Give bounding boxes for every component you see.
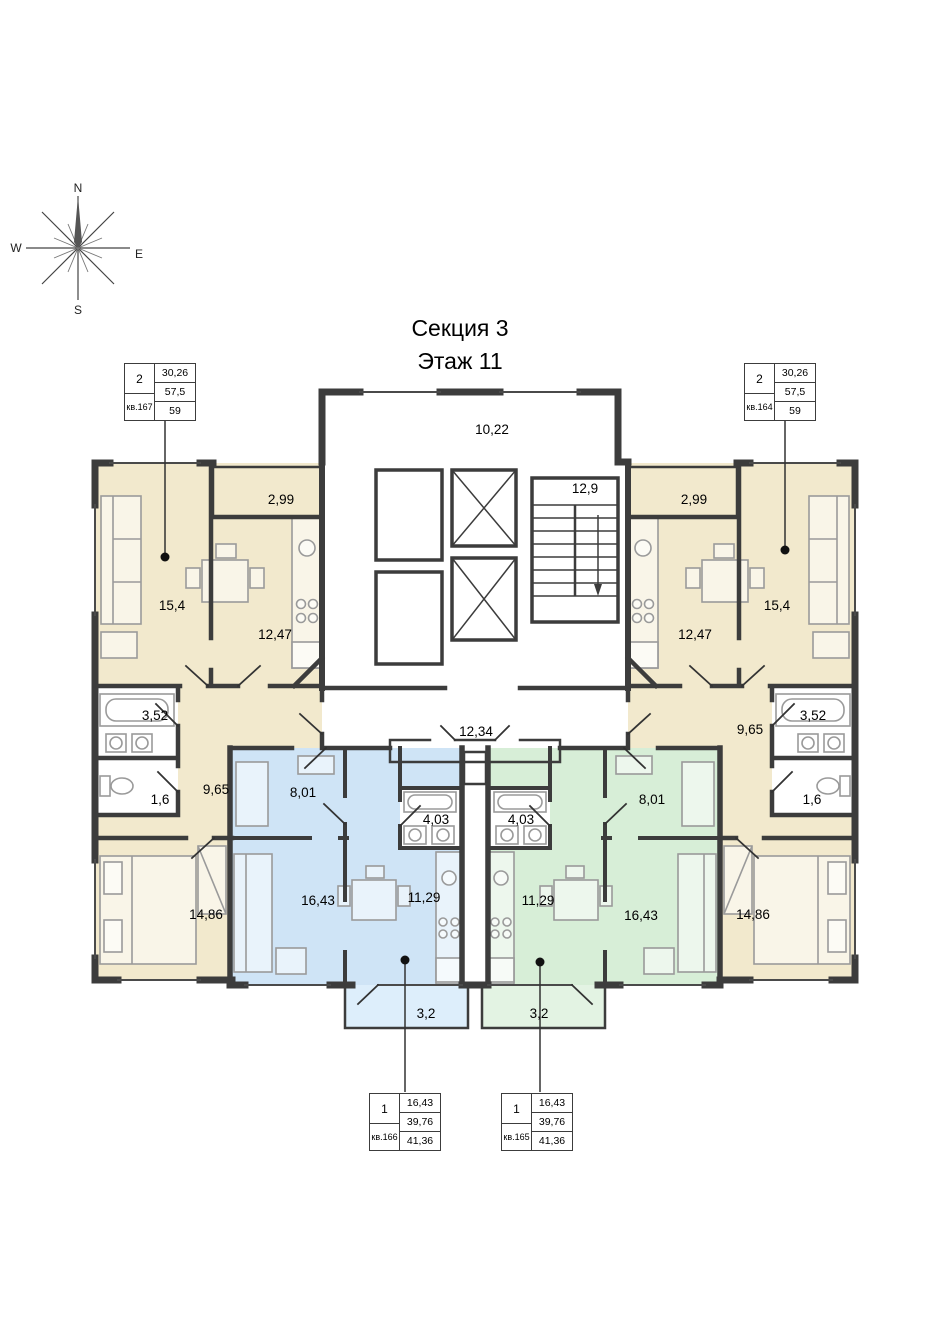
card-166-area-full: 41,36 (400, 1131, 440, 1150)
area-label-bath-blue: 4,03 (423, 812, 449, 827)
area-label-corridor-top: 10,22 (475, 422, 509, 437)
bed-right (723, 845, 851, 965)
walls-layer (91, 388, 859, 1030)
area-label-bath-right: 3,52 (800, 708, 826, 723)
area-label-bath-green: 4,03 (508, 812, 534, 827)
compass-rose: N S W E (10, 181, 143, 317)
card-167-area-living: 30,26 (161, 367, 189, 379)
apartment-167-area (95, 463, 322, 980)
area-label-kitchen-green: 11,29 (522, 893, 555, 908)
card-164-area-living: 30,26 (781, 367, 809, 379)
card-166-area-living: 16,43 (406, 1097, 434, 1109)
dining-set-right (685, 543, 765, 603)
area-label-wc-right: 1,6 (803, 792, 822, 807)
room-area-labels: 10,22 12,9 2,99 2,99 15,4 15,4 12,47 12,… (142, 422, 826, 1021)
card-167-area-total: 57,5 (155, 382, 195, 401)
card-165-number: кв.165 (502, 1123, 531, 1150)
furniture-blue-apartment (233, 755, 463, 985)
area-label-room-main-green: 16,43 (624, 908, 658, 923)
duct-strip-area (462, 748, 488, 985)
core-walls (319, 459, 631, 691)
area-label-room-small-blue: 8,01 (290, 785, 316, 800)
card-166-area-total: 39,76 (400, 1112, 440, 1131)
elevator-cross-icon (451, 469, 517, 641)
door-leaves (154, 664, 796, 1006)
area-label-wc-left: 1,6 (151, 792, 170, 807)
apartment-card-167: 2 кв.167 30,26 57,5 59 (124, 363, 196, 421)
area-label-stairs: 12,9 (572, 481, 598, 496)
card-164-number: кв.164 (745, 393, 774, 420)
card-166-rooms: 1 (381, 1101, 388, 1116)
area-label-kitchen-blue: 11,29 (408, 890, 441, 905)
compass-s-label: S (74, 303, 82, 317)
balcony-and-vestibule-walls (211, 465, 739, 1030)
card-167-rooms: 2 (136, 371, 143, 386)
section-title: Секция 3 (411, 315, 509, 341)
area-label-kitchen-left: 12,47 (258, 627, 292, 642)
area-label-kitchen-right: 12,47 (678, 627, 712, 642)
area-label-living-right: 15,4 (764, 598, 791, 613)
card-167-number: кв.167 (125, 393, 154, 420)
kitchen-counter-left (291, 517, 323, 669)
area-label-room-main-blue: 16,43 (301, 893, 335, 908)
compass-n-label: N (74, 181, 83, 195)
leader-dot-167 (160, 552, 170, 562)
card-165-area-total: 39,76 (532, 1112, 572, 1131)
card-164-rooms: 2 (756, 371, 763, 386)
card-167-area-full: 59 (155, 401, 195, 420)
area-label-living-left: 15,4 (159, 598, 186, 613)
leader-dot-164 (780, 545, 790, 555)
apartment-card-164: 2 кв.164 30,26 57,5 59 (744, 363, 816, 421)
kitchen-counter-right (627, 517, 659, 669)
toilet-right (816, 775, 851, 797)
apartment-interior-walls (228, 746, 722, 987)
sofa-left-living (100, 495, 142, 659)
window-lines (94, 391, 856, 986)
area-label-bedroom-right: 14,86 (736, 907, 770, 922)
compass-e-label: E (135, 247, 143, 261)
bed-left (99, 845, 227, 965)
leader-dot-166 (400, 955, 410, 965)
elevator-shafts-and-stairwell (374, 468, 620, 666)
area-label-hall-left: 9,65 (203, 782, 229, 797)
compass-w-label: W (10, 241, 22, 255)
area-label-bath-left: 3,52 (142, 708, 168, 723)
balcony-165-area (482, 985, 605, 1028)
card-165-rooms: 1 (513, 1101, 520, 1116)
apartment-164-area (628, 463, 855, 980)
compass-north-needle-icon (74, 196, 82, 248)
area-label-balcony-blue: 3,2 (417, 1006, 436, 1021)
exterior-walls (91, 388, 859, 989)
area-label-corridor-mid: 12,34 (459, 724, 493, 739)
toilet-left (99, 775, 134, 797)
stair-arrow-icon (594, 584, 602, 596)
core-layer (374, 468, 620, 666)
area-label-room-small-green: 8,01 (639, 792, 665, 807)
leader-lines (164, 420, 786, 1092)
furniture-green-apartment (487, 755, 717, 985)
area-label-hall-right: 9,65 (737, 722, 763, 737)
floor-title: Этаж 11 (417, 348, 503, 374)
interior-walls (92, 460, 858, 841)
sofa-right-living (808, 495, 850, 659)
leader-dot-165 (535, 957, 545, 967)
area-label-bedroom-left: 14,86 (189, 907, 223, 922)
apartment-leaders (160, 420, 790, 1092)
apartment-boundary-walls (227, 745, 723, 988)
card-166-number: кв.166 (370, 1123, 399, 1150)
plan-title: Секция 3 Этаж 11 (330, 312, 590, 378)
apartment-card-165: 1 кв.165 16,43 39,76 41,36 (501, 1093, 573, 1151)
area-label-balcony-green: 3,2 (530, 1006, 549, 1021)
card-165-area-full: 41,36 (532, 1131, 572, 1150)
furniture-layer (99, 495, 851, 985)
card-164-area-total: 57,5 (775, 382, 815, 401)
balcony-166-area (345, 985, 468, 1028)
area-label-balcony-top-right: 2,99 (681, 492, 707, 507)
area-label-balcony-top-left: 2,99 (268, 492, 294, 507)
apartment-card-166: 1 кв.166 16,43 39,76 41,36 (369, 1093, 441, 1151)
card-165-area-living: 16,43 (538, 1097, 566, 1109)
card-164-area-full: 59 (775, 401, 815, 420)
